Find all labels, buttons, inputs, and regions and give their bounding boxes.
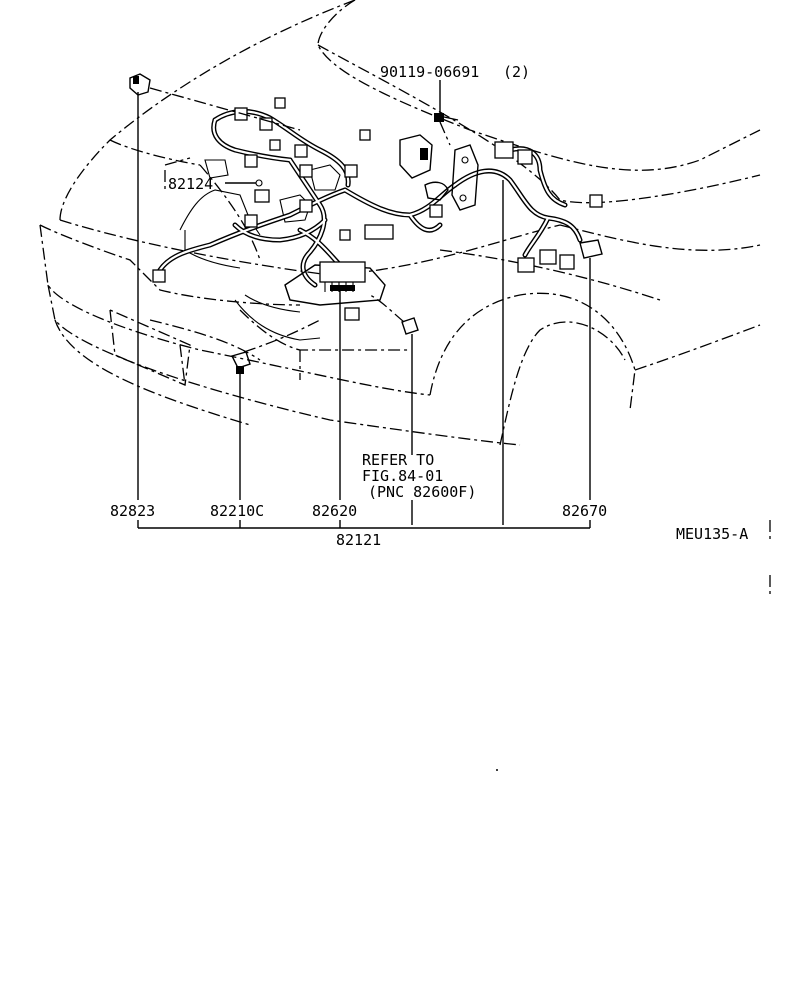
refer-line-2: FIG.84-01 xyxy=(362,467,443,485)
main-wire-harness xyxy=(157,109,583,288)
bracket-assembly xyxy=(399,134,479,211)
leader-lines xyxy=(137,80,591,529)
refer-line-3: (PNC 82600F) xyxy=(368,483,476,501)
label-relay-block: 82620 xyxy=(312,502,357,520)
label-sensor: 82823 xyxy=(110,502,155,520)
label-harness: 82121 xyxy=(336,531,381,549)
label-connector-left: 82210C xyxy=(210,502,264,520)
label-clamp: 82124 xyxy=(168,175,213,193)
bolt-part xyxy=(434,113,459,122)
clamp-82124 xyxy=(255,179,263,187)
connector-82210c xyxy=(230,351,251,374)
label-bolt: 90119-06691 xyxy=(380,63,479,81)
connector-82670 xyxy=(579,239,603,259)
label-bolt-qty: (2) xyxy=(503,63,530,81)
sensor-82823 xyxy=(129,73,151,96)
harness-connectors xyxy=(152,97,603,321)
diagram-code: MEU135-A xyxy=(676,525,748,543)
label-connector-right: 82670 xyxy=(562,502,607,520)
relay-block xyxy=(284,261,386,306)
refer-line-1: REFER TO xyxy=(362,451,434,469)
connector-right-small xyxy=(401,317,419,335)
scan-dot xyxy=(496,769,498,771)
